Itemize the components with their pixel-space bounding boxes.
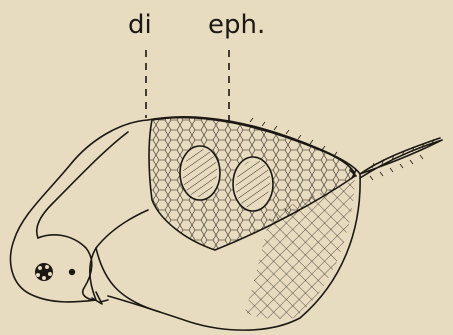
resting-egg-left — [179, 146, 221, 200]
resting-egg-right — [232, 157, 274, 211]
head-outline — [11, 120, 148, 302]
label-eph: eph. — [208, 10, 265, 40]
label-di: di — [128, 10, 152, 40]
tail-spine — [360, 140, 442, 178]
head-inner-contour — [37, 132, 128, 238]
ocellus — [69, 269, 75, 275]
compound-eye — [35, 263, 53, 281]
spine-setae — [370, 139, 434, 180]
